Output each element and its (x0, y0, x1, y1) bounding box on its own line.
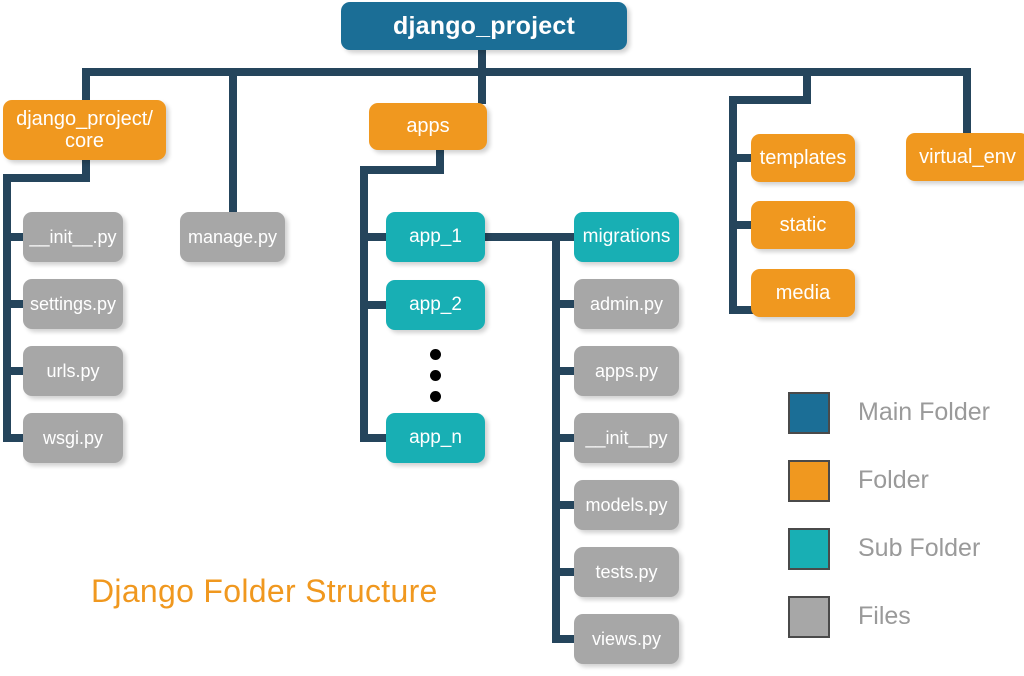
connector-appfile-branch-1 (552, 300, 580, 308)
node-app-2[interactable]: app_2 (386, 280, 485, 330)
connector-media-branch (729, 306, 757, 314)
node-urls-py[interactable]: urls.py (23, 346, 123, 396)
legend-label-files: Files (858, 602, 911, 630)
legend-label-sub-folder: Sub Folder (858, 534, 981, 562)
connector-core-branch-2 (3, 300, 25, 308)
connector-templates-group-spine (729, 96, 737, 314)
connector-appfile-branch-5 (552, 568, 580, 576)
node-wsgi-py[interactable]: wsgi.py (23, 413, 123, 463)
node-app-n[interactable]: app_n (386, 413, 485, 463)
connector-drop-templates-group (803, 68, 811, 102)
connector-appn-branch (360, 434, 390, 442)
legend: Main Folder Folder Sub Folder Files (788, 390, 990, 639)
connector-core-branch-3 (3, 367, 25, 375)
connector-templates-branch (729, 154, 757, 162)
legend-label-folder: Folder (858, 466, 929, 494)
connector-app2-branch (360, 301, 390, 309)
connector-app1-to-contents (484, 233, 580, 241)
connector-templates-group-elbow (729, 96, 811, 104)
legend-swatch-sub-folder (788, 527, 830, 570)
node-app-init-py[interactable]: __init__py (574, 413, 679, 463)
connector-main-trunk (82, 68, 971, 76)
node-media[interactable]: media (751, 269, 855, 317)
legend-item-main-folder: Main Folder (788, 390, 990, 435)
connector-app1-branch (360, 233, 390, 241)
connector-root-stem (478, 48, 486, 74)
legend-item-files: Files (788, 594, 990, 639)
connector-drop-virtualenv (963, 68, 971, 134)
node-models-py[interactable]: models.py (574, 480, 679, 530)
connector-appfile-branch-4 (552, 501, 580, 509)
node-virtual-env[interactable]: virtual_env (906, 133, 1024, 181)
vertical-ellipsis-icon (430, 349, 441, 402)
legend-swatch-folder (788, 459, 830, 502)
node-static[interactable]: static (751, 201, 855, 249)
node-app-1[interactable]: app_1 (386, 212, 485, 262)
legend-swatch-main-folder (788, 391, 830, 434)
connector-core-stem (82, 160, 90, 182)
connector-core-branch-4 (3, 434, 25, 442)
node-templates[interactable]: templates (751, 134, 855, 182)
node-tests-py[interactable]: tests.py (574, 547, 679, 597)
legend-item-folder: Folder (788, 458, 990, 503)
legend-item-sub-folder: Sub Folder (788, 526, 990, 571)
node-manage-py[interactable]: manage.py (180, 212, 285, 262)
connector-core-branch-1 (3, 233, 25, 241)
legend-swatch-files (788, 595, 830, 638)
connector-apps-stem (436, 150, 444, 174)
node-django-project[interactable]: django_project (341, 2, 627, 50)
node-views-py[interactable]: views.py (574, 614, 679, 664)
node-core[interactable]: django_project/ core (3, 100, 166, 160)
connector-core-to-spine (3, 174, 90, 182)
connector-appfile-branch-3 (552, 434, 580, 442)
connector-static-branch (729, 221, 757, 229)
connector-drop-apps (478, 68, 486, 104)
node-apps[interactable]: apps (369, 103, 487, 150)
connector-apps-to-spine (360, 166, 444, 174)
connector-appfile-branch-2 (552, 367, 580, 375)
node-settings-py[interactable]: settings.py (23, 279, 123, 329)
diagram-title: Django Folder Structure (91, 573, 438, 609)
connector-appfile-branch-6 (552, 635, 580, 643)
connector-drop-manage (229, 68, 237, 218)
node-apps-py[interactable]: apps.py (574, 346, 679, 396)
node-core-init-py[interactable]: __init__.py (23, 212, 123, 262)
legend-label-main-folder: Main Folder (858, 398, 990, 426)
node-migrations[interactable]: migrations (574, 212, 679, 262)
node-admin-py[interactable]: admin.py (574, 279, 679, 329)
